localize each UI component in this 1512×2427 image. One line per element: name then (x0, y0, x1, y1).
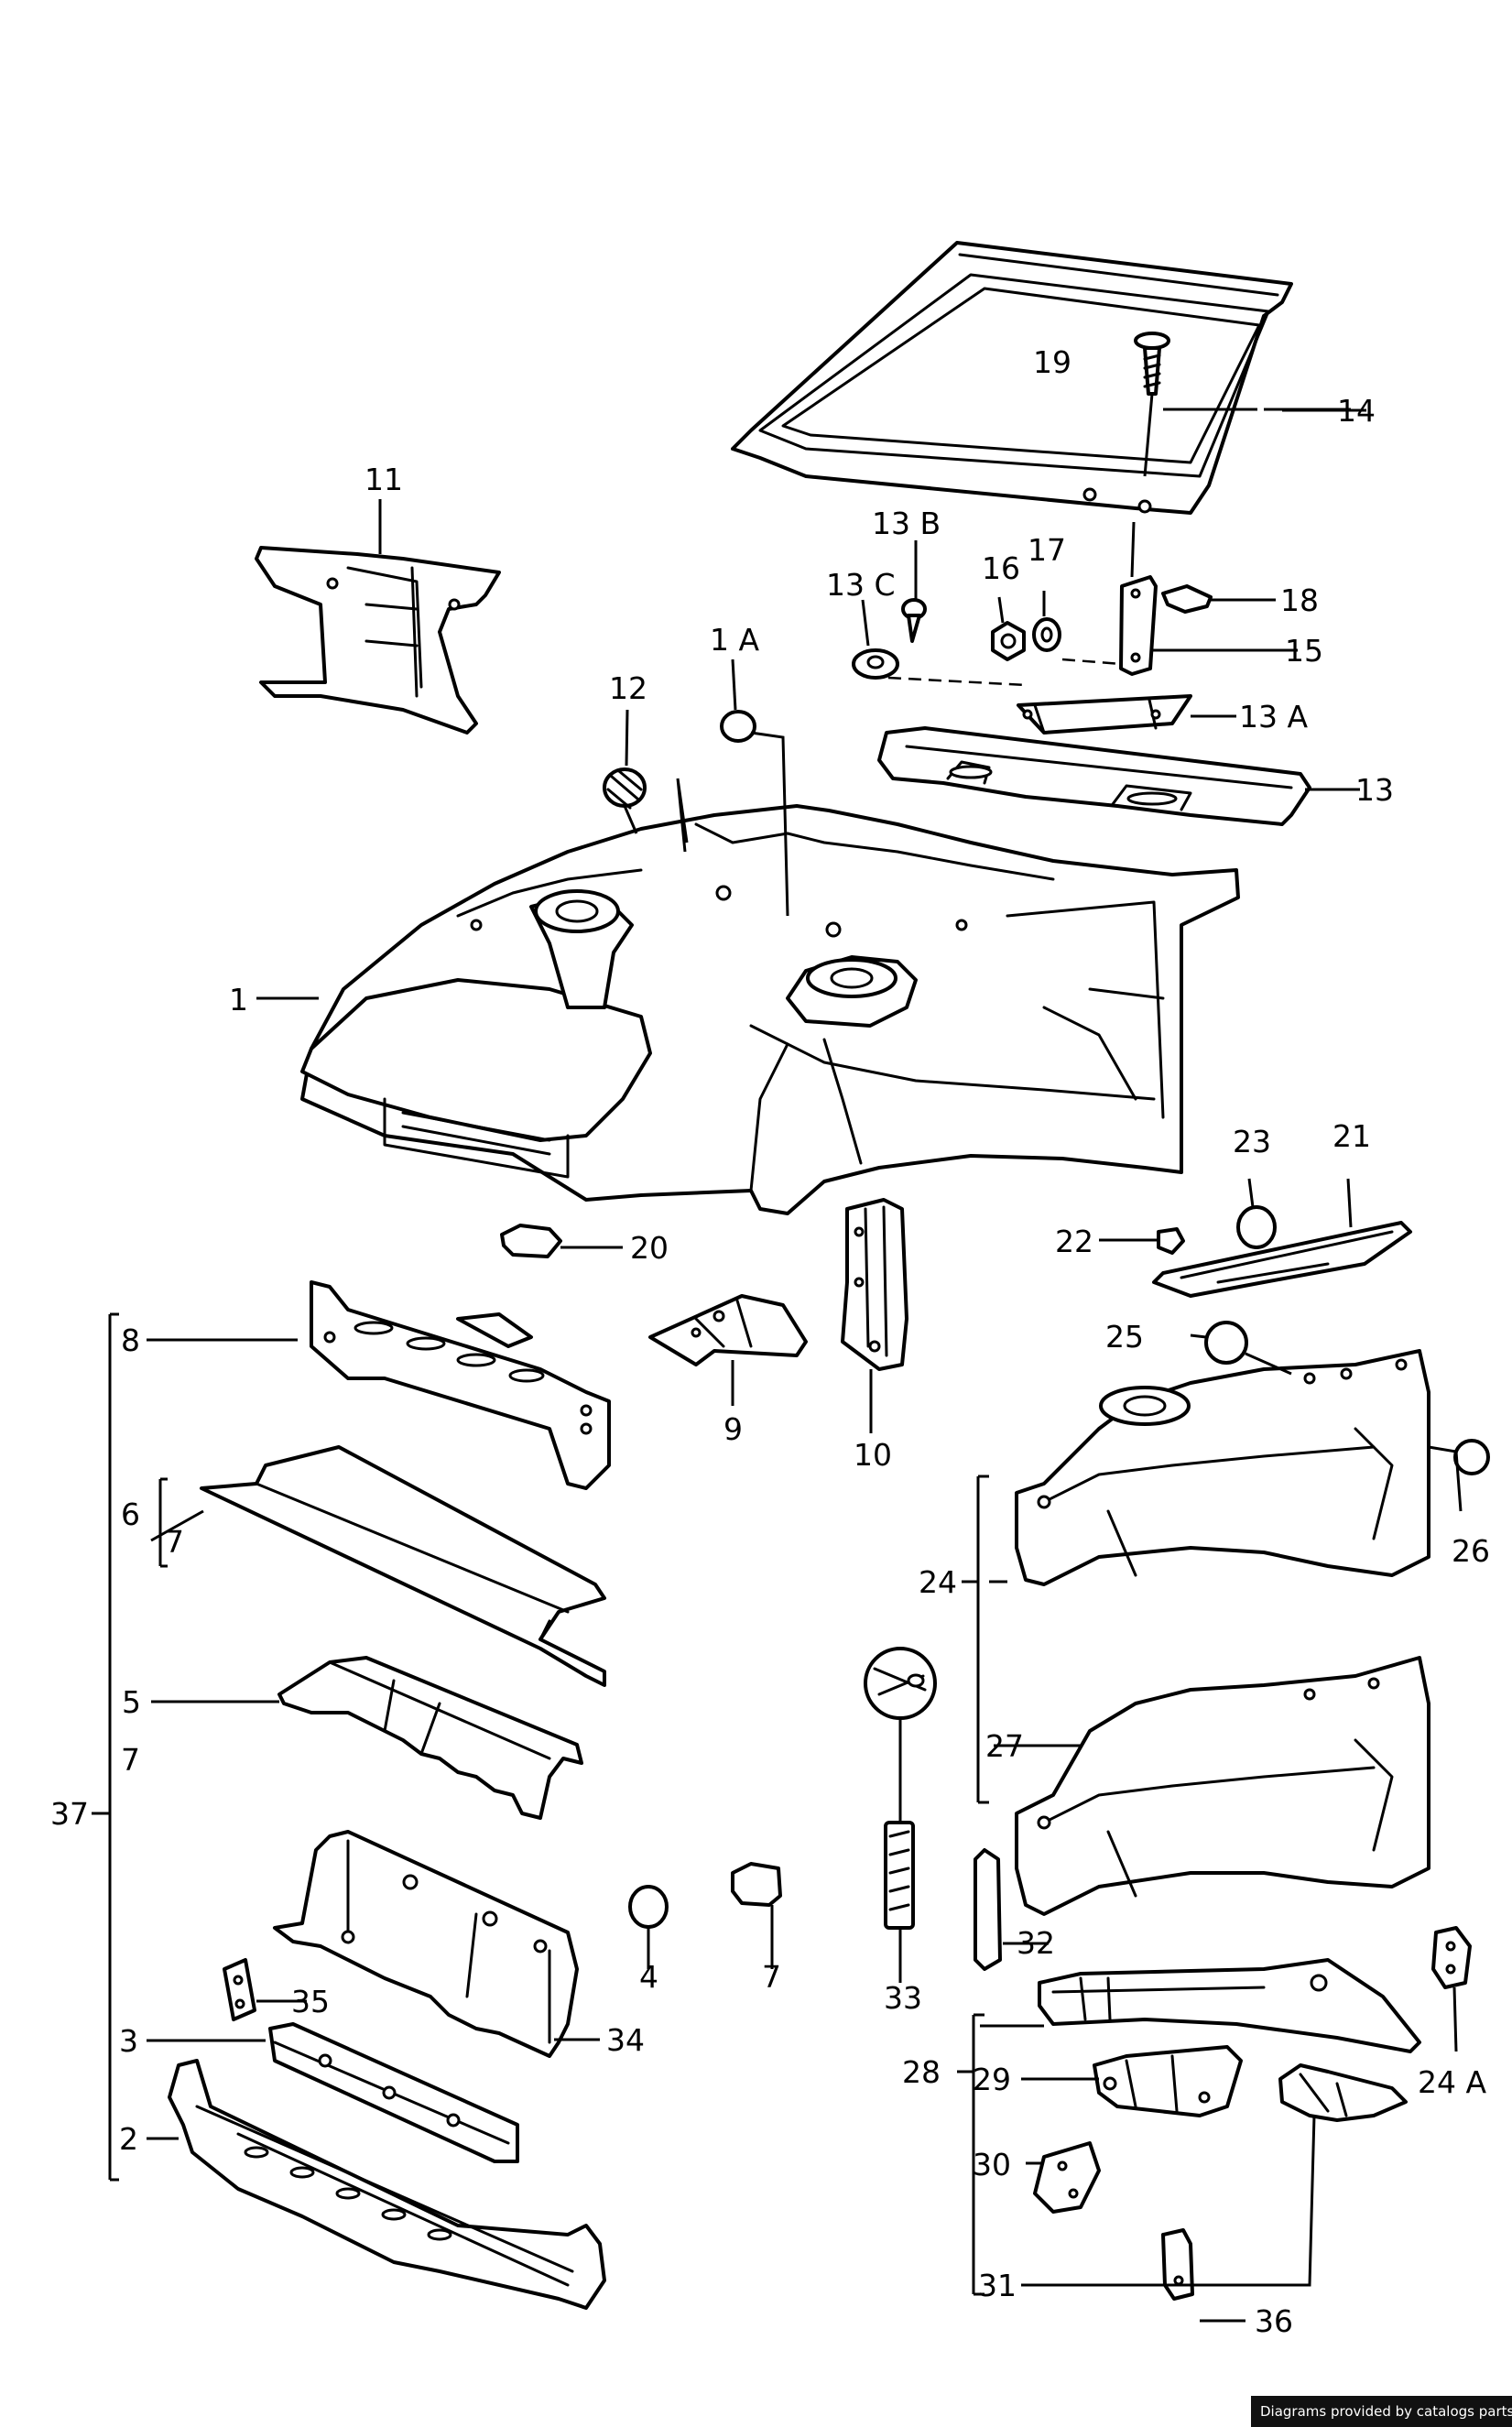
label-part-33: 33 (884, 1980, 922, 2016)
front-body-part-1[interactable] (300, 804, 1240, 1215)
label-part-1: 1 (229, 982, 248, 1018)
label-part-1a: 1 A (710, 622, 759, 658)
label-part-17: 17 (1028, 532, 1066, 568)
wheel-housing-part-27[interactable] (1015, 1656, 1430, 1916)
bracket-part-15[interactable] (1119, 575, 1158, 676)
washer-part-17[interactable] (1032, 617, 1061, 652)
side-member-part-28[interactable] (1038, 1958, 1421, 2053)
grommet-part-25[interactable] (1204, 1321, 1248, 1365)
label-part-13c: 13 C (826, 567, 896, 603)
label-part-10: 10 (854, 1437, 892, 1473)
label-part-6: 6 (121, 1496, 140, 1532)
label-part-19: 19 (1033, 344, 1071, 380)
label-part-26: 26 (1452, 1533, 1490, 1569)
label-part-22: 22 (1055, 1224, 1093, 1259)
clip-part-13c[interactable] (852, 648, 899, 680)
label-part-13: 13 (1355, 772, 1394, 808)
bracket-part-10[interactable] (841, 1198, 908, 1371)
label-part-15: 15 (1285, 633, 1323, 669)
part-labels: 1 1 A 2 3 4 5 6 7 7 7 8 9 10 11 12 13 13… (50, 344, 1490, 2339)
label-part-20: 20 (630, 1230, 669, 1266)
bracket-part-9[interactable] (648, 1294, 808, 1366)
label-part-16: 16 (982, 550, 1020, 586)
label-part-12: 12 (609, 670, 647, 706)
label-part-3: 3 (119, 2023, 138, 2059)
label-part-30: 30 (973, 2147, 1011, 2182)
label-part-23: 23 (1233, 1124, 1271, 1159)
label-part-36: 36 (1255, 2303, 1293, 2339)
crossbar-part-3[interactable] (268, 2022, 519, 2163)
grommet-part-23[interactable] (1236, 1205, 1277, 1249)
label-part-24: 24 (919, 1564, 957, 1600)
rail-part-21[interactable] (1152, 1221, 1412, 1298)
label-part-25: 25 (1105, 1319, 1144, 1355)
label-part-32: 32 (1017, 1925, 1055, 1961)
grommet-part-12[interactable] (603, 767, 647, 810)
support-bracket-part-11[interactable] (255, 546, 501, 735)
plate-part-30[interactable] (1033, 2141, 1101, 2214)
label-part-31: 31 (978, 2268, 1017, 2303)
label-part-7-b: 7 (121, 1742, 140, 1778)
label-part-4: 4 (639, 1959, 658, 1995)
bracket-frame-part-34[interactable] (273, 1830, 579, 2058)
label-part-24a: 24 A (1418, 2064, 1486, 2100)
trunk-floor-panel-part-6[interactable] (200, 1445, 606, 1687)
small-plate-part-36[interactable] (1161, 2228, 1194, 2301)
label-part-34: 34 (606, 2022, 645, 2058)
clip-part-20[interactable] (500, 1224, 562, 1258)
leader-lines (92, 408, 1463, 2323)
label-part-29: 29 (973, 2062, 1011, 2097)
grommet-part-26[interactable] (1453, 1439, 1490, 1475)
label-part-18: 18 (1280, 582, 1319, 618)
credit-text: Diagrams provided by catalogs parts (1260, 2403, 1512, 2420)
label-part-28: 28 (902, 2054, 941, 2090)
label-part-14: 14 (1337, 393, 1376, 429)
screw-part-13b[interactable] (901, 598, 927, 643)
nut-part-16[interactable] (991, 621, 1026, 661)
plug-part-1a[interactable] (720, 710, 756, 743)
label-part-7-a: 7 (165, 1524, 184, 1560)
label-part-21: 21 (1333, 1118, 1371, 1154)
label-part-8: 8 (121, 1322, 140, 1358)
wheel-housing-part-24[interactable] (1015, 1349, 1430, 1586)
clip-part-18[interactable] (1161, 584, 1213, 614)
label-part-2: 2 (119, 2121, 138, 2157)
bracket-part-29[interactable] (1093, 2045, 1243, 2117)
windshield-frame-part-14[interactable] (731, 241, 1293, 515)
sleeve-part-33[interactable] (884, 1821, 915, 1930)
label-part-35: 35 (291, 1984, 330, 2019)
label-part-13a: 13 A (1239, 699, 1308, 735)
label-part-13b: 13 B (872, 506, 941, 541)
credit-badge: Diagrams provided by catalogs parts (1251, 2396, 1512, 2427)
cap-part-33[interactable] (864, 1647, 937, 1720)
small-bracket-part-24a[interactable] (1431, 1926, 1472, 1989)
screw-part-19[interactable] (1134, 332, 1170, 396)
bumper-support-part-2[interactable] (168, 2059, 606, 2310)
label-part-37: 37 (50, 1796, 89, 1832)
strip-part-32[interactable] (974, 1848, 1002, 1971)
bracket-part-31[interactable] (1278, 2063, 1408, 2122)
cross-member-part-8[interactable] (310, 1280, 611, 1490)
clip-part-7[interactable] (731, 1862, 782, 1907)
cowl-panel-part-13[interactable] (877, 726, 1311, 826)
grommet-part-4[interactable] (628, 1885, 669, 1929)
tray-part-5[interactable] (277, 1656, 583, 1820)
label-part-11: 11 (364, 462, 403, 497)
label-part-27: 27 (985, 1728, 1024, 1764)
small-bracket-part-35[interactable] (223, 1958, 256, 2021)
label-part-7-c: 7 (762, 1959, 781, 1995)
label-part-5: 5 (122, 1684, 141, 1720)
label-part-9: 9 (723, 1411, 743, 1447)
screw-part-22[interactable] (1157, 1227, 1185, 1255)
bracket-part-13a[interactable] (1017, 694, 1192, 735)
